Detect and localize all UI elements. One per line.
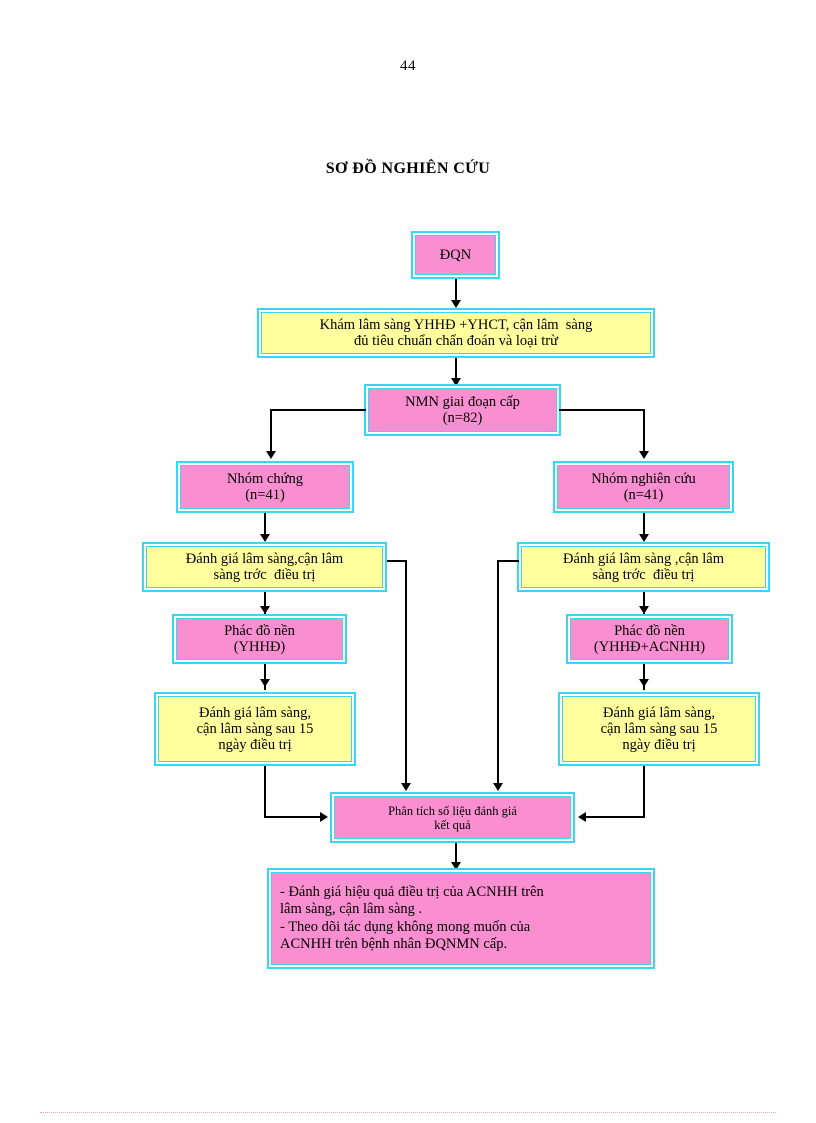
connector-acute-to-control-v <box>270 409 272 456</box>
arrowhead-regimen-right-to-post-eval <box>639 679 649 687</box>
connector-regimen-right-to-post-eval <box>643 664 645 690</box>
node-pre-eval-right-line-0: Đánh giá lâm sàng ,cận lâm <box>562 550 725 567</box>
node-post-eval-right-line-2: ngày điều trị <box>622 737 696 754</box>
node-regimen-right-line-1: (YHHĐ+ACNHH) <box>593 639 706 655</box>
node-acute-stage-line-0: NMN giai đoạn cấp <box>405 393 520 410</box>
arrowhead-pre-eval-left-to-regimen <box>260 606 270 614</box>
node-control-group-line-1: (n=41) <box>245 487 285 503</box>
node-post-eval-right-line-1: cận lâm sàng sau 15 <box>600 720 718 737</box>
node-post-eval-left-line-1: cận lâm sàng sau 15 <box>196 720 314 737</box>
node-pre-eval-right: Đánh giá lâm sàng ,cận lâm sàng trớc điề… <box>517 542 770 592</box>
footer-divider <box>40 1112 776 1113</box>
node-study-group-line-1: (n=41) <box>623 487 664 503</box>
connector-pre-eval-right-to-analysis-h <box>497 560 519 562</box>
arrowhead-acute-to-control <box>266 451 276 459</box>
node-pre-eval-left: Đánh giá lâm sàng,cận lâm sàng trớc điều… <box>142 542 387 592</box>
connector-acute-to-study-v <box>643 409 645 456</box>
arrowhead-study-to-pre-eval <box>639 534 649 542</box>
node-conclusion-line-0: - Đánh giá hiệu quả điều trị của ACNHH t… <box>280 883 544 900</box>
node-pre-eval-right-line-1: sàng trớc điều trị <box>592 567 695 583</box>
node-analysis-line-1: kết quả <box>434 817 471 832</box>
node-regimen-left: Phác đồ nền (YHHĐ) <box>172 614 347 664</box>
connector-study-to-pre-eval <box>643 513 645 540</box>
node-control-group: Nhóm chứng (n=41) <box>176 461 354 513</box>
node-conclusion: - Đánh giá hiệu quả điều trị của ACNHH t… <box>267 868 655 969</box>
connector-regimen-left-to-post-eval <box>264 664 266 690</box>
node-pre-eval-left-line-0: Đánh giá lâm sàng,cận lâm <box>185 550 344 567</box>
arrowhead-screening-to-acute <box>451 378 461 386</box>
connector-screening-to-acute <box>455 358 457 384</box>
node-study-group: Nhóm nghiên cứu (n=41) <box>553 461 734 513</box>
node-conclusion-line-3: ACNHH trên bệnh nhân ĐQNMN cấp. <box>280 935 508 952</box>
node-screening-line-1: đủ tiêu chuẩn chẩn đoán và loại trừ <box>354 333 558 349</box>
node-dqn: ĐQN <box>411 231 500 279</box>
connector-pre-eval-left-to-analysis-v <box>405 560 407 788</box>
node-post-eval-left: Đánh giá lâm sàng, cận lâm sàng sau 15 n… <box>154 692 356 766</box>
node-regimen-right: Phác đồ nền (YHHĐ+ACNHH) <box>566 614 733 664</box>
connector-acute-to-study-h <box>559 409 645 411</box>
connector-dqn-to-screening <box>455 279 457 306</box>
connector-analysis-to-conclusion <box>455 843 457 869</box>
node-control-group-line-0: Nhóm chứng <box>227 470 303 487</box>
connector-control-to-pre-eval <box>264 513 266 540</box>
arrowhead-pre-eval-right-to-analysis <box>493 783 503 791</box>
node-dqn-line-0: ĐQN <box>439 246 472 263</box>
node-conclusion-line-1: lâm sàng, cận lâm sàng . <box>280 901 423 918</box>
connector-pre-eval-left-to-analysis-h <box>387 560 407 562</box>
page-title: SƠ ĐỒ NGHIÊN CỨU <box>325 160 491 177</box>
node-acute-stage-line-1: (n=82) <box>442 410 483 426</box>
arrowhead-post-eval-right-to-analysis <box>578 812 586 822</box>
node-screening: Khám lâm sàng YHHĐ +YHCT, cận lâm sàng đ… <box>257 308 655 358</box>
connector-pre-eval-left-to-regimen <box>264 592 266 616</box>
node-study-group-line-0: Nhóm nghiên cứu <box>591 470 696 487</box>
page-number: 44 <box>400 58 416 74</box>
arrowhead-analysis-to-conclusion <box>451 862 461 870</box>
connector-pre-eval-right-to-regimen <box>643 592 645 616</box>
node-analysis-line-0: Phân tích số liệu đánh giá <box>388 803 517 818</box>
arrowhead-pre-eval-right-to-regimen <box>639 606 649 614</box>
node-conclusion-line-2: - Theo dõi tác dụng không mong muốn của <box>280 918 531 935</box>
node-pre-eval-left-line-1: sàng trớc điều trị <box>213 567 316 583</box>
connector-post-eval-right-to-analysis-h <box>584 816 645 818</box>
node-screening-line-0: Khám lâm sàng YHHĐ +YHCT, cận lâm sàng <box>319 316 593 333</box>
arrowhead-post-eval-left-to-analysis <box>320 812 328 822</box>
node-regimen-right-line-0: Phác đồ nền <box>614 622 685 639</box>
arrowhead-acute-to-study <box>639 451 649 459</box>
node-regimen-left-line-1: (YHHĐ) <box>233 639 286 655</box>
connector-acute-to-control-h <box>270 409 366 411</box>
node-regimen-left-line-0: Phác đồ nền <box>224 622 295 639</box>
arrowhead-control-to-pre-eval <box>260 534 270 542</box>
connector-post-eval-left-to-analysis-h <box>264 816 326 818</box>
node-post-eval-right-line-0: Đánh giá lâm sàng, <box>603 704 715 721</box>
arrowhead-dqn-to-screening <box>451 300 461 308</box>
arrowhead-regimen-left-to-post-eval <box>260 679 270 687</box>
arrowhead-pre-eval-left-to-analysis <box>401 783 411 791</box>
node-post-eval-left-line-2: ngày điều trị <box>218 737 292 754</box>
connector-pre-eval-right-to-analysis-v <box>497 560 499 788</box>
connector-post-eval-left-to-analysis-v <box>264 766 266 818</box>
node-analysis: Phân tích số liệu đánh giá kết quả <box>330 792 575 843</box>
node-post-eval-left-line-0: Đánh giá lâm sàng, <box>199 704 311 721</box>
node-acute-stage: NMN giai đoạn cấp (n=82) <box>364 384 561 436</box>
connector-post-eval-right-to-analysis-v <box>643 766 645 818</box>
node-post-eval-right: Đánh giá lâm sàng, cận lâm sàng sau 15 n… <box>558 692 760 766</box>
